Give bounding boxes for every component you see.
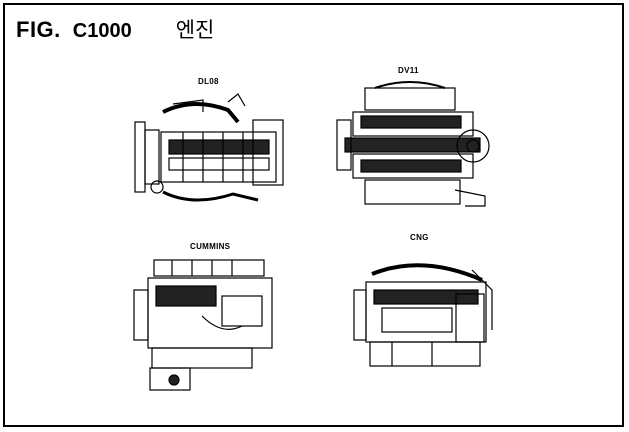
engine-illustration-icon	[133, 259, 273, 391]
engine-label-dl08: DL08	[198, 77, 219, 86]
figure-header: FIG. C1000 엔진	[16, 14, 214, 42]
engine-image-cummins	[132, 256, 282, 394]
engine-illustration-icon	[336, 81, 490, 207]
figure-title: 엔진	[175, 18, 215, 42]
figure-label: FIG.	[16, 17, 61, 42]
figure-code: C1000	[72, 20, 132, 42]
engine-label-dv11: DV11	[398, 66, 419, 75]
engine-label-cummins: CUMMINS	[190, 242, 231, 251]
engine-image-dl08	[133, 92, 293, 217]
figure-frame	[3, 3, 624, 427]
engine-illustration-icon	[353, 263, 493, 367]
engine-illustration-icon	[134, 93, 284, 202]
engine-label-cng: CNG	[410, 233, 429, 242]
engine-image-cng	[352, 250, 502, 378]
engine-image-dv11	[335, 80, 495, 212]
